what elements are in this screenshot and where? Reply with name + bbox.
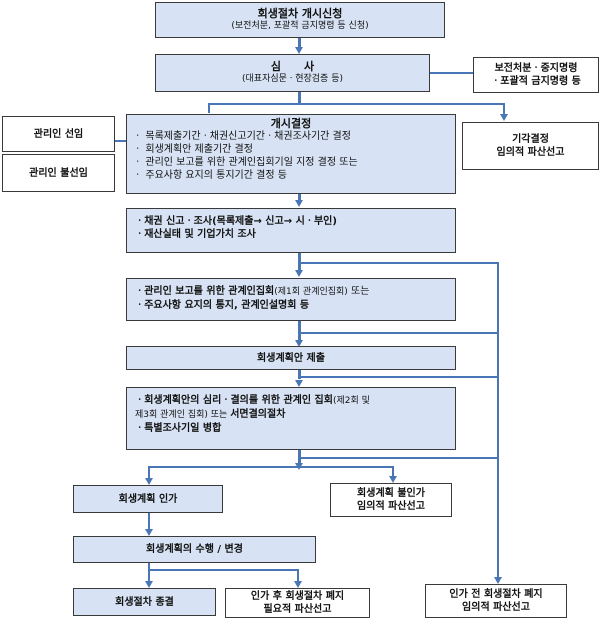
abolish-after-line1: 인가 후 회생절차 폐지 [250,591,345,602]
abolish-before-box: 인가 전 회생절차 폐지 임의적 파산선고 [425,584,567,618]
meeting23-line3: ㆍ특별조사기일 병합 [135,423,222,434]
claims-line1: ㆍ채권 신고ㆍ조사(목록제출→ 신고→ 시ㆍ부인) [135,216,337,227]
meeting23-box: ㆍ회생계획안의 심리ㆍ결의를 위한 관계인 집회(제2회 및 제3회 관계인 집… [126,387,456,450]
meeting23-line2-a: 제3회 관계인 집회) 또는 [135,410,231,420]
approval-box: 회생계획 인가 [73,485,223,513]
start-sub: (보전처분, 포괄적 금지명령 등 신청) [231,21,369,31]
manager-none-label: 관리인 불선임 [29,167,88,179]
dismissal-line1: 기각결정 [512,134,549,145]
review-title: 심 사 [270,60,315,73]
approval-label: 회생계획 인가 [118,493,178,505]
abolish-after-box: 인가 후 회생절차 폐지 필요적 파산선고 [225,588,370,618]
plan-submit-label: 회생계획안 제출 [257,352,325,364]
commencement-list: ㆍ 목록제출기간ㆍ채권신고기간ㆍ채권조사기간 결정 ㆍ 회생계획안 제출기간 결… [133,130,449,182]
meeting1-line1-b: (제1회 관계인집회) [274,287,348,297]
dismissal-box: 기각결정 임의적 파산선고 [462,122,599,170]
meeting1-box: ㆍ관리인 보고를 위한 관계인집회(제1회 관계인집회) 또는 ㆍ주요사항 요지… [126,278,456,321]
meeting1-line1-c: 또는 [347,286,370,297]
start-title: 회생절차 개시신청 [257,7,343,20]
termination-label: 회생절차 종결 [115,596,174,608]
manager-appoint-label: 관리인 선임 [33,128,84,140]
dismissal-line2: 임의적 파산선고 [496,147,565,158]
disapproval-line2: 임의적 파산선고 [357,501,425,512]
disapproval-line1: 회생계획 불인가 [357,488,425,499]
preservation-line1: 보전처분ㆍ중지명령 [494,63,578,74]
termination-box: 회생절차 종결 [73,588,216,616]
meeting23-line1: ㆍ회생계획안의 심리ㆍ결의를 위한 관계인 집회(제2회 및 [135,394,447,408]
start-application-box: 회생절차 개시신청 (보전처분, 포괄적 금지명령 등 신청) [155,2,445,38]
commencement-item: ㆍ 관리인 보고를 위한 관계인집회기일 지정 결정 또는 [133,157,358,168]
preservation-side-box: 보전처분ㆍ중지명령 ㆍ포괄적 금지명령 등 [473,57,599,93]
execution-box: 회생계획의 수행 / 변경 [73,536,316,563]
manager-appoint-box: 관리인 선임 [2,116,115,152]
meeting23-line1-a: ㆍ회생계획안의 심리ㆍ결의를 위한 관계인 집회 [135,395,333,406]
abolish-before-line1: 인가 전 회생절차 폐지 [449,589,543,600]
abolish-after-line2: 필요적 파산선고 [263,604,332,615]
meeting23-line1-b: (제2회 및 [332,396,370,406]
preservation-line2: ㆍ포괄적 금지명령 등 [491,76,581,87]
manager-none-box: 관리인 불선임 [2,154,115,192]
commencement-item: ㆍ 주요사항 요지의 통지기간 결정 등 [133,170,287,181]
disapproval-box: 회생계획 불인가 임의적 파산선고 [330,483,452,517]
meeting1-line1: ㆍ관리인 보고를 위한 관계인집회(제1회 관계인집회) 또는 [135,285,447,299]
claims-box: ㆍ채권 신고ㆍ조사(목록제출→ 신고→ 시ㆍ부인) ㆍ재산실태 및 기업가치 조… [126,208,456,253]
meeting1-line1-a: ㆍ관리인 보고를 위한 관계인집회 [135,286,275,297]
commencement-item: ㆍ 회생계획안 제출기간 결정 [133,144,253,155]
review-box: 심 사 (대표자심문ㆍ현장검증 등) [155,54,430,92]
abolish-before-line2: 임의적 파산선고 [462,602,530,613]
commencement-title: 개시결정 [270,117,312,130]
meeting23-line2: 제3회 관계인 집회) 또는 서면결의절차 [135,408,447,422]
meeting1-line2: ㆍ주요사항 요지의 통지, 관계인설명회 등 [135,300,310,311]
execution-label: 회생계획의 수행 / 변경 [146,544,243,555]
claims-line2: ㆍ재산실태 및 기업가치 조사 [135,229,256,240]
commencement-item: ㆍ 목록제출기간ㆍ채권신고기간ㆍ채권조사기간 결정 [133,131,351,142]
meeting23-line2-b: 서면결의절차 [230,409,286,420]
commencement-box: 개시결정 ㆍ 목록제출기간ㆍ채권신고기간ㆍ채권조사기간 결정 ㆍ 회생계획안 제… [126,114,456,194]
review-sub: (대표자심문ㆍ현장검증 등) [242,74,343,84]
plan-submit-box: 회생계획안 제출 [126,346,456,370]
